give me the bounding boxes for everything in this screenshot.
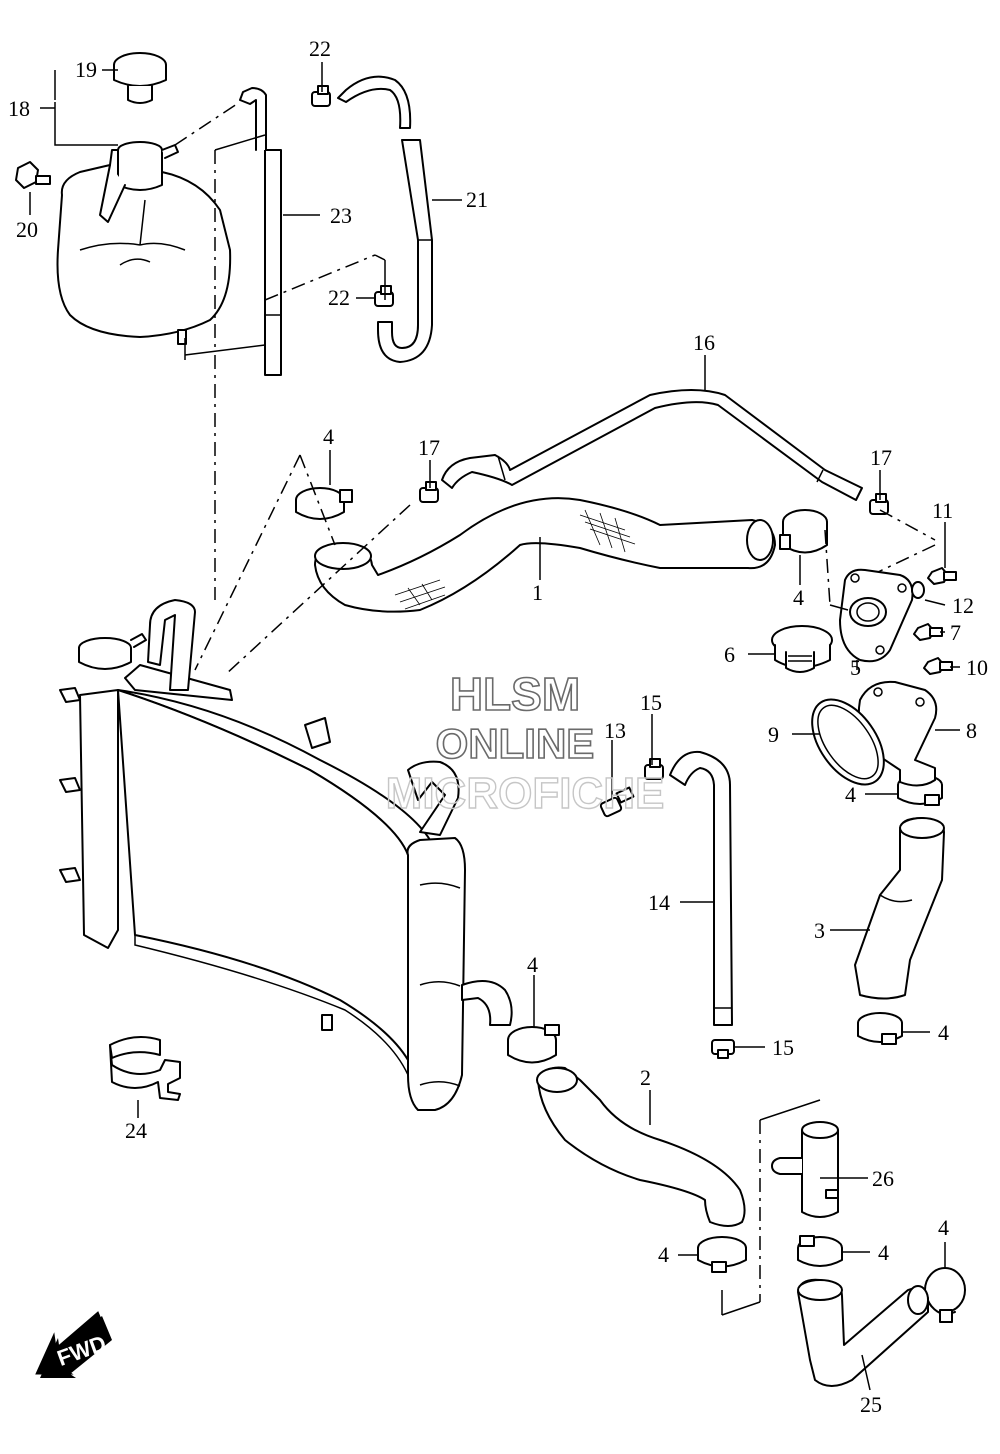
callout-4-c: 4 (845, 782, 856, 807)
watermark-line-3: MICROFICHE (386, 769, 665, 818)
radiator-hose-3[interactable] (854, 817, 945, 1000)
callout-4-h: 4 (938, 1215, 949, 1240)
callout-16: 16 (693, 330, 715, 355)
radiator-hose-1[interactable] (314, 497, 776, 613)
callout-5: 5 (850, 655, 861, 680)
radiator-bracket-24[interactable] (109, 1035, 181, 1101)
hose-clip-15-top[interactable] (644, 758, 664, 780)
hose-clip-17-right[interactable] (869, 493, 889, 515)
callout-4-b: 4 (793, 585, 804, 610)
callout-8: 8 (966, 718, 977, 743)
radiator[interactable] (59, 599, 513, 1111)
watermark-line-2: ONLINE (436, 720, 595, 767)
callout-15-b: 15 (772, 1035, 794, 1060)
fwd-label: FWD (54, 1330, 110, 1371)
callout-6: 6 (724, 642, 735, 667)
assembly-lines (174, 101, 936, 1316)
callout-26: 26 (872, 1166, 894, 1191)
callout-4-f: 4 (658, 1242, 669, 1267)
air-bleed-fitting-13[interactable] (599, 786, 635, 818)
o-ring-9[interactable] (798, 687, 899, 798)
callout-24: 24 (125, 1118, 147, 1143)
hose-clip-22-top[interactable] (311, 85, 331, 107)
bolt-10[interactable] (923, 657, 953, 675)
callout-13: 13 (604, 718, 626, 743)
water-joint-26[interactable] (771, 1121, 839, 1218)
hose-clamp-4-center[interactable] (507, 1024, 560, 1064)
washer-12[interactable] (911, 581, 925, 599)
callout-9: 9 (768, 722, 779, 747)
bypass-hose-16[interactable] (441, 389, 863, 501)
watermark: HLSM ONLINE MICROFICHE (385, 667, 665, 819)
hose-clamp-4-bottom-right-a[interactable] (797, 1235, 843, 1267)
callout-18: 18 (8, 96, 30, 121)
leader-lines (29, 62, 960, 1391)
callout-12: 12 (952, 593, 974, 618)
callout-21: 21 (466, 187, 488, 212)
callout-23: 23 (330, 203, 352, 228)
hose-clip-15-bottom[interactable] (711, 1039, 735, 1059)
bolt-11[interactable] (927, 567, 957, 585)
callout-numbers: 1 2 3 4 4 4 4 4 4 4 4 5 6 7 8 9 10 11 12… (8, 36, 988, 1417)
hose-clamp-4-thermostat[interactable] (897, 774, 943, 806)
callout-15-a: 15 (640, 690, 662, 715)
radiator-cap[interactable] (78, 633, 147, 670)
overflow-hose-21[interactable] (337, 75, 433, 363)
callout-22-b: 22 (328, 285, 350, 310)
hose-clip-22-bottom[interactable] (374, 285, 394, 307)
callout-22-a: 22 (309, 36, 331, 61)
hose-clamp-4-bottom-center[interactable] (697, 1236, 747, 1273)
callout-2: 2 (640, 1065, 651, 1090)
callout-7: 7 (950, 620, 961, 645)
radiator-hose-2[interactable] (536, 1066, 746, 1227)
callout-1: 1 (532, 580, 543, 605)
radiator-hose-25[interactable] (797, 1278, 929, 1387)
watermark-line-1: HLSM (450, 668, 580, 720)
callout-4-d: 4 (938, 1020, 949, 1045)
callout-4-g: 4 (878, 1240, 889, 1265)
callout-4-a: 4 (323, 424, 334, 449)
callout-17-a: 17 (418, 435, 440, 460)
callout-4-e: 4 (527, 952, 538, 977)
hose-clamp-4-upper-right[interactable] (779, 509, 828, 554)
callout-20: 20 (16, 217, 38, 242)
callout-3: 3 (814, 918, 825, 943)
hose-clip-17-left[interactable] (419, 481, 439, 503)
callout-10: 10 (966, 655, 988, 680)
bolt-7[interactable] (913, 623, 943, 641)
hose-14[interactable] (669, 750, 733, 1026)
reservoir-cap[interactable] (113, 52, 167, 104)
breather-hose-23[interactable] (239, 87, 282, 376)
hose-clamp-4-lower-right[interactable] (857, 1012, 903, 1045)
hose-clamp-4-bottom-right-b[interactable] (924, 1267, 966, 1323)
callout-11: 11 (932, 498, 953, 523)
callout-17-b: 17 (870, 445, 892, 470)
reservoir-tank[interactable] (56, 141, 232, 345)
thermostat-6[interactable] (771, 625, 833, 673)
forward-direction-arrow: FWD (35, 1311, 112, 1378)
callout-25: 25 (860, 1392, 882, 1417)
reservoir-bolt[interactable] (15, 161, 51, 189)
callout-19: 19 (75, 57, 97, 82)
callout-14: 14 (648, 890, 670, 915)
thermostat-housing-5[interactable] (839, 568, 914, 663)
hose-clamp-4-upper-left[interactable] (295, 487, 353, 520)
